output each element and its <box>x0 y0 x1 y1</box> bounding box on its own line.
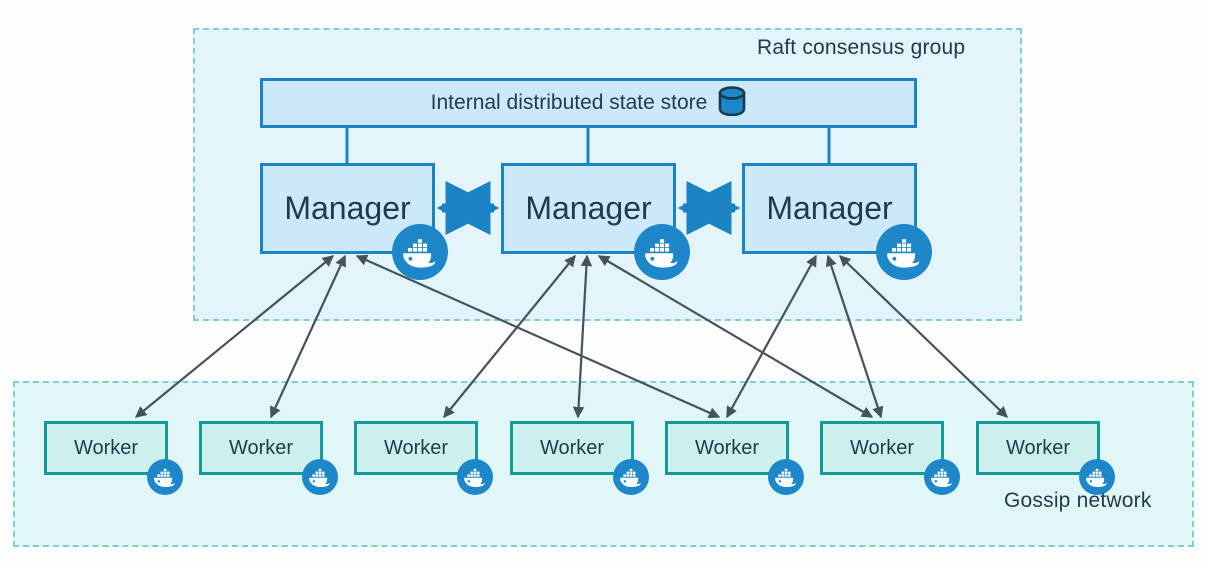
state-store-label: Internal distributed state store <box>430 91 708 114</box>
manager-label: Manager <box>525 190 652 226</box>
worker-label: Worker <box>383 436 449 459</box>
docker-whale-icon <box>457 459 493 495</box>
manager-label: Manager <box>284 190 411 226</box>
worker-node-0[interactable]: Worker <box>44 421 168 475</box>
docker-whale-icon <box>613 459 649 495</box>
worker-label: Worker <box>539 436 605 459</box>
internal-distributed-state-store-box[interactable]: Internal distributed state store <box>260 78 917 128</box>
docker-whale-icon <box>392 224 448 280</box>
docker-whale-icon <box>302 459 338 495</box>
docker-whale-icon <box>1079 459 1115 495</box>
docker-whale-icon <box>634 224 690 280</box>
manager-node-2[interactable]: Manager <box>742 163 917 254</box>
docker-whale-icon <box>924 459 960 495</box>
worker-label: Worker <box>694 436 760 459</box>
worker-node-3[interactable]: Worker <box>510 421 634 475</box>
worker-label: Worker <box>1005 436 1071 459</box>
worker-node-6[interactable]: Worker <box>976 421 1100 475</box>
worker-node-5[interactable]: Worker <box>820 421 944 475</box>
worker-node-2[interactable]: Worker <box>354 421 478 475</box>
docker-whale-icon <box>768 459 804 495</box>
worker-node-4[interactable]: Worker <box>665 421 789 475</box>
worker-label: Worker <box>849 436 915 459</box>
docker-whale-icon <box>147 459 183 495</box>
worker-label: Worker <box>73 436 139 459</box>
raft-consensus-group-label: Raft consensus group <box>757 36 966 59</box>
database-cylinder-icon <box>718 85 746 121</box>
worker-node-1[interactable]: Worker <box>199 421 323 475</box>
manager-label: Manager <box>766 190 893 226</box>
worker-label: Worker <box>228 436 294 459</box>
gossip-network-group-label: Gossip network <box>1004 489 1152 512</box>
manager-node-0[interactable]: Manager <box>260 163 435 254</box>
docker-whale-icon <box>876 224 932 280</box>
